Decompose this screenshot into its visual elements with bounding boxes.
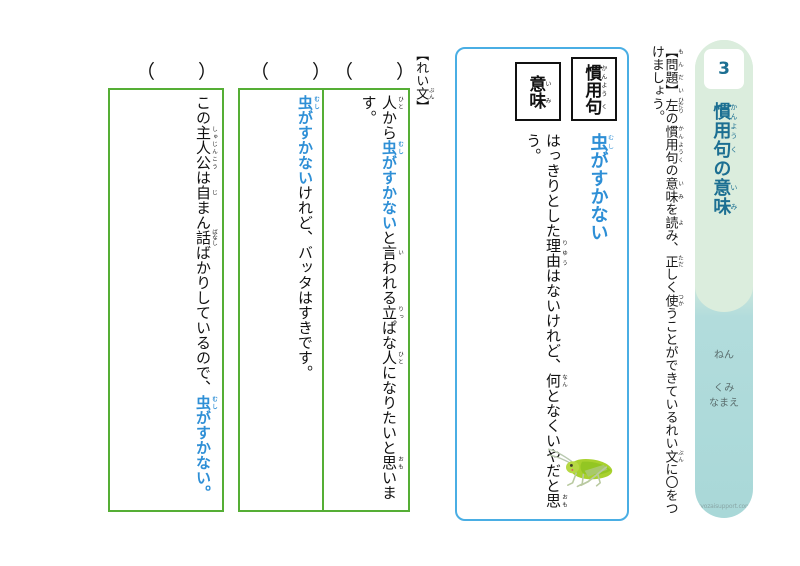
worksheet-title: 慣かん用よう句くの意い味み bbox=[695, 102, 753, 216]
field-nen[interactable]: ねん bbox=[714, 350, 734, 361]
answer-choice-2[interactable]: 虫むしがすかないけれど、バッタはすきです。 bbox=[238, 88, 326, 512]
worksheet-title-text: 慣かん用よう句くの意い味み bbox=[710, 102, 738, 216]
field-kumi[interactable]: くみ bbox=[713, 383, 735, 394]
idiom-phrase: 虫むしがすかない bbox=[587, 133, 614, 241]
answer-checkbox-paren-3[interactable]: （ ） bbox=[136, 61, 230, 83]
student-name-fields[interactable]: ねん くみ なまえ bbox=[695, 350, 753, 409]
answer-text-1: 人ひとから虫むしがすかないと言いわれる立りっぱな人ひとになりたいと思おもいます。 bbox=[359, 95, 403, 500]
answer-text-3: この主人公しゅじんこうは自じまん話ばなしばかりしているので、虫むしがすかない。 bbox=[194, 95, 217, 500]
site-watermark: kyozaisupport.com bbox=[697, 503, 751, 510]
answer-text-2: 虫むしがすかないけれど、バッタはすきです。 bbox=[296, 95, 319, 380]
idiom-meaning: はっきりとした理由りゆうはないけれど、何なんとなくいやだと思おもう。 bbox=[524, 133, 567, 508]
answer-checkbox-paren-1[interactable]: （ ） bbox=[334, 61, 428, 83]
grasshopper-icon bbox=[547, 448, 613, 488]
label-box-imi: 意い味み bbox=[515, 62, 561, 121]
label-imi-text: 意い味み bbox=[525, 74, 551, 109]
answer-checkbox-paren-2[interactable]: （ ） bbox=[250, 61, 344, 83]
instruction-text: 【問題】もんだい左ひだりの慣用句かんようくの意味いみを読よみ、正ただしく使つかう… bbox=[648, 45, 683, 515]
answer-choice-3[interactable]: この主人公しゅじんこうは自じまん話ばなしばかりしているので、虫むしがすかない。 bbox=[108, 88, 224, 512]
reibun-label: 【れい文ぶん】 bbox=[413, 48, 434, 113]
sidebar-header: 3 慣かん用よう句くの意い味み ねん くみ なまえ kyozaisupport.… bbox=[695, 40, 753, 518]
idiom-box: 慣かん用よう句く 意い味み 虫むしがすかない はっきりとした理由りゆうはないけれ… bbox=[455, 47, 629, 521]
label-kanyouku-text: 慣かん用よう句く bbox=[581, 63, 607, 115]
worksheet-number-badge: 3 bbox=[704, 49, 744, 89]
field-namae[interactable]: なまえ bbox=[709, 398, 739, 409]
label-box-kanyouku: 慣かん用よう句く bbox=[571, 57, 617, 121]
answer-choice-1[interactable]: 人ひとから虫むしがすかないと言いわれる立りっぱな人ひとになりたいと思おもいます。 bbox=[322, 88, 410, 512]
